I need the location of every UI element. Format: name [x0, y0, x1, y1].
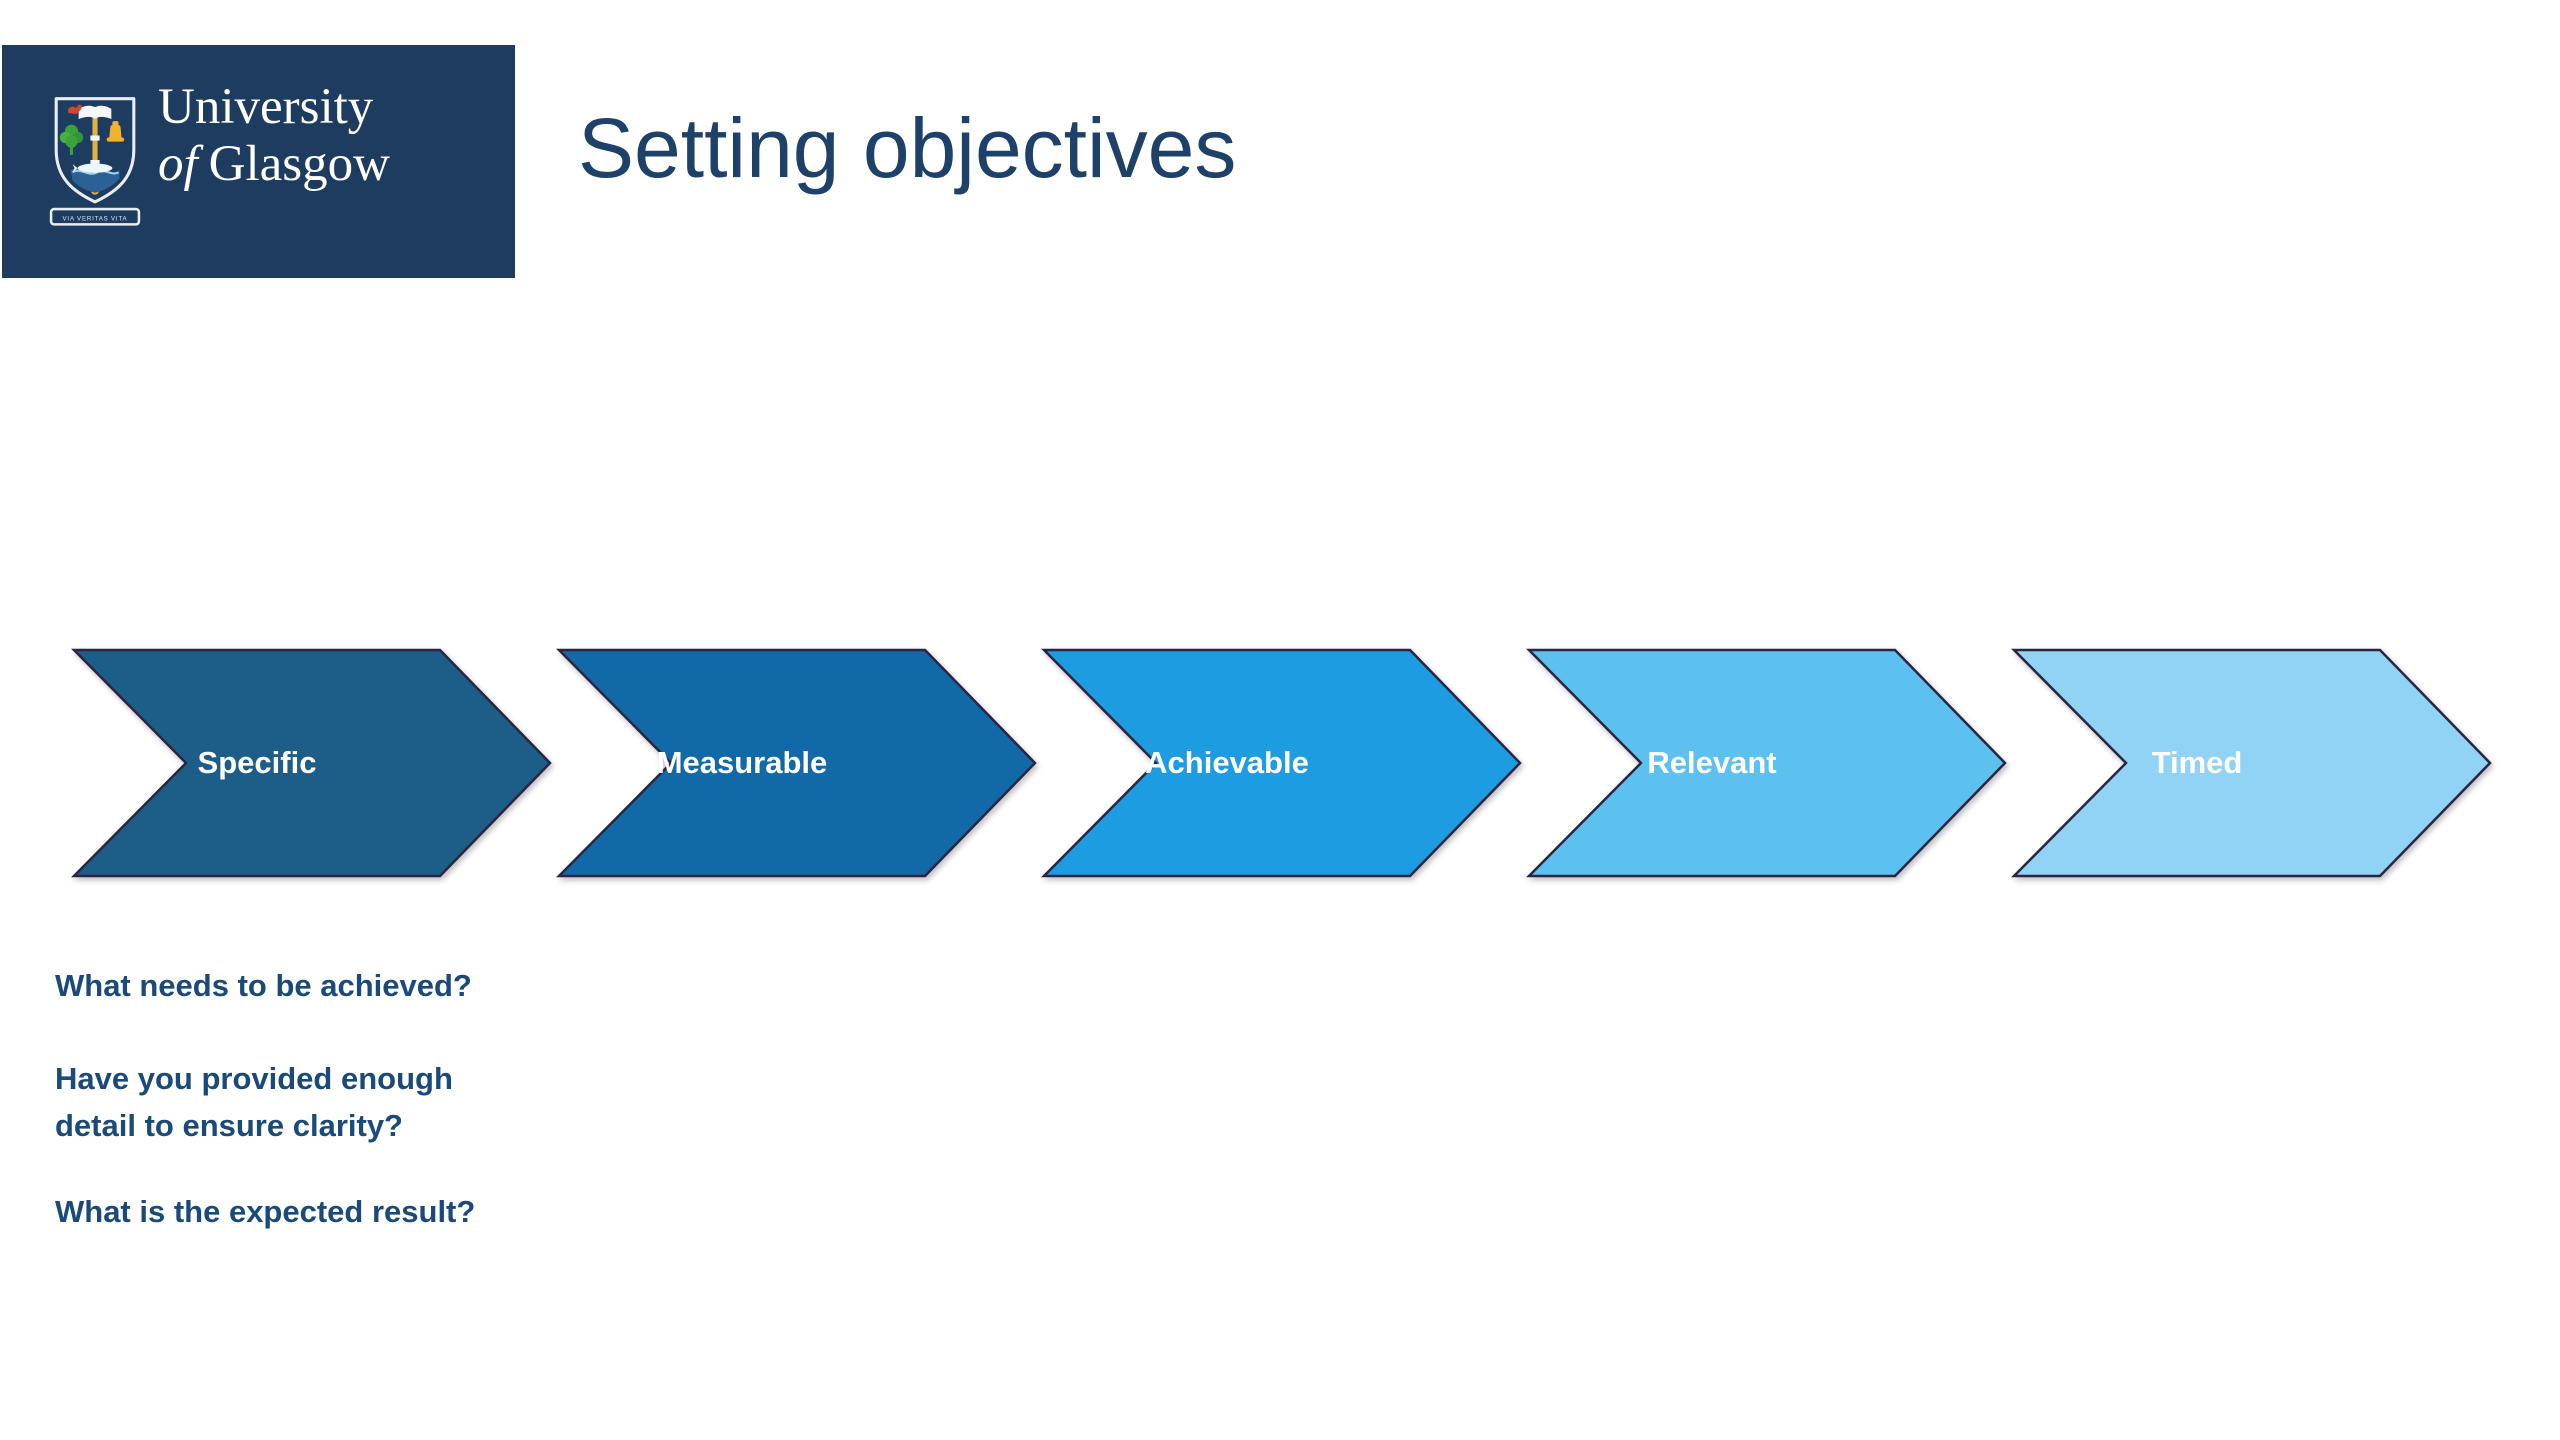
- question-text: What needs to be achieved?: [55, 962, 575, 1009]
- slide-title: Setting objectives: [578, 101, 1237, 195]
- smart-chevron-row: Specific Measurable Achievable Relevant …: [0, 648, 2560, 878]
- wordmark-glasgow: Glasgow: [208, 136, 390, 192]
- question-line: What is the expected result?: [55, 1194, 476, 1229]
- question-text: What is the expected result?: [55, 1188, 575, 1235]
- chevron-arrow-shape: [71, 648, 552, 878]
- smart-step-chevron: Measurable: [556, 648, 1038, 878]
- question-line: detail to ensure clarity?: [55, 1108, 403, 1143]
- question-text: Have you provided enough detail to ensure…: [55, 1055, 575, 1149]
- smart-step-label: Relevant: [1647, 745, 1777, 780]
- questions-list: What needs to be achieved? Have you provi…: [55, 962, 575, 1281]
- smart-step-label: Specific: [197, 745, 317, 780]
- smart-step-label: Timed: [2151, 745, 2243, 780]
- chevron-arrow-shape: [556, 648, 1037, 878]
- chevron-arrow-shape: [1526, 648, 2007, 878]
- question-line: Have you provided enough: [55, 1061, 453, 1096]
- wordmark-of: of: [158, 136, 198, 192]
- smart-step-chevron: Achievable: [1041, 648, 1523, 878]
- question-line: What needs to be achieved?: [55, 968, 472, 1003]
- smart-step-chevron: Specific: [71, 648, 553, 878]
- chevron-arrow-shape: [2011, 648, 2492, 878]
- smart-step-label: Achievable: [1145, 745, 1309, 780]
- smart-step-chevron: Relevant: [1526, 648, 2008, 878]
- university-crest-icon: VIA VERITAS VITA: [49, 97, 141, 226]
- crest-motto-text: VIA VERITAS VITA: [63, 215, 128, 222]
- chevron-arrow-shape: [1041, 648, 1522, 878]
- smart-step-chevron: Timed: [2011, 648, 2493, 878]
- smart-step-label: Measurable: [656, 745, 828, 780]
- wordmark-line1: University: [158, 79, 374, 135]
